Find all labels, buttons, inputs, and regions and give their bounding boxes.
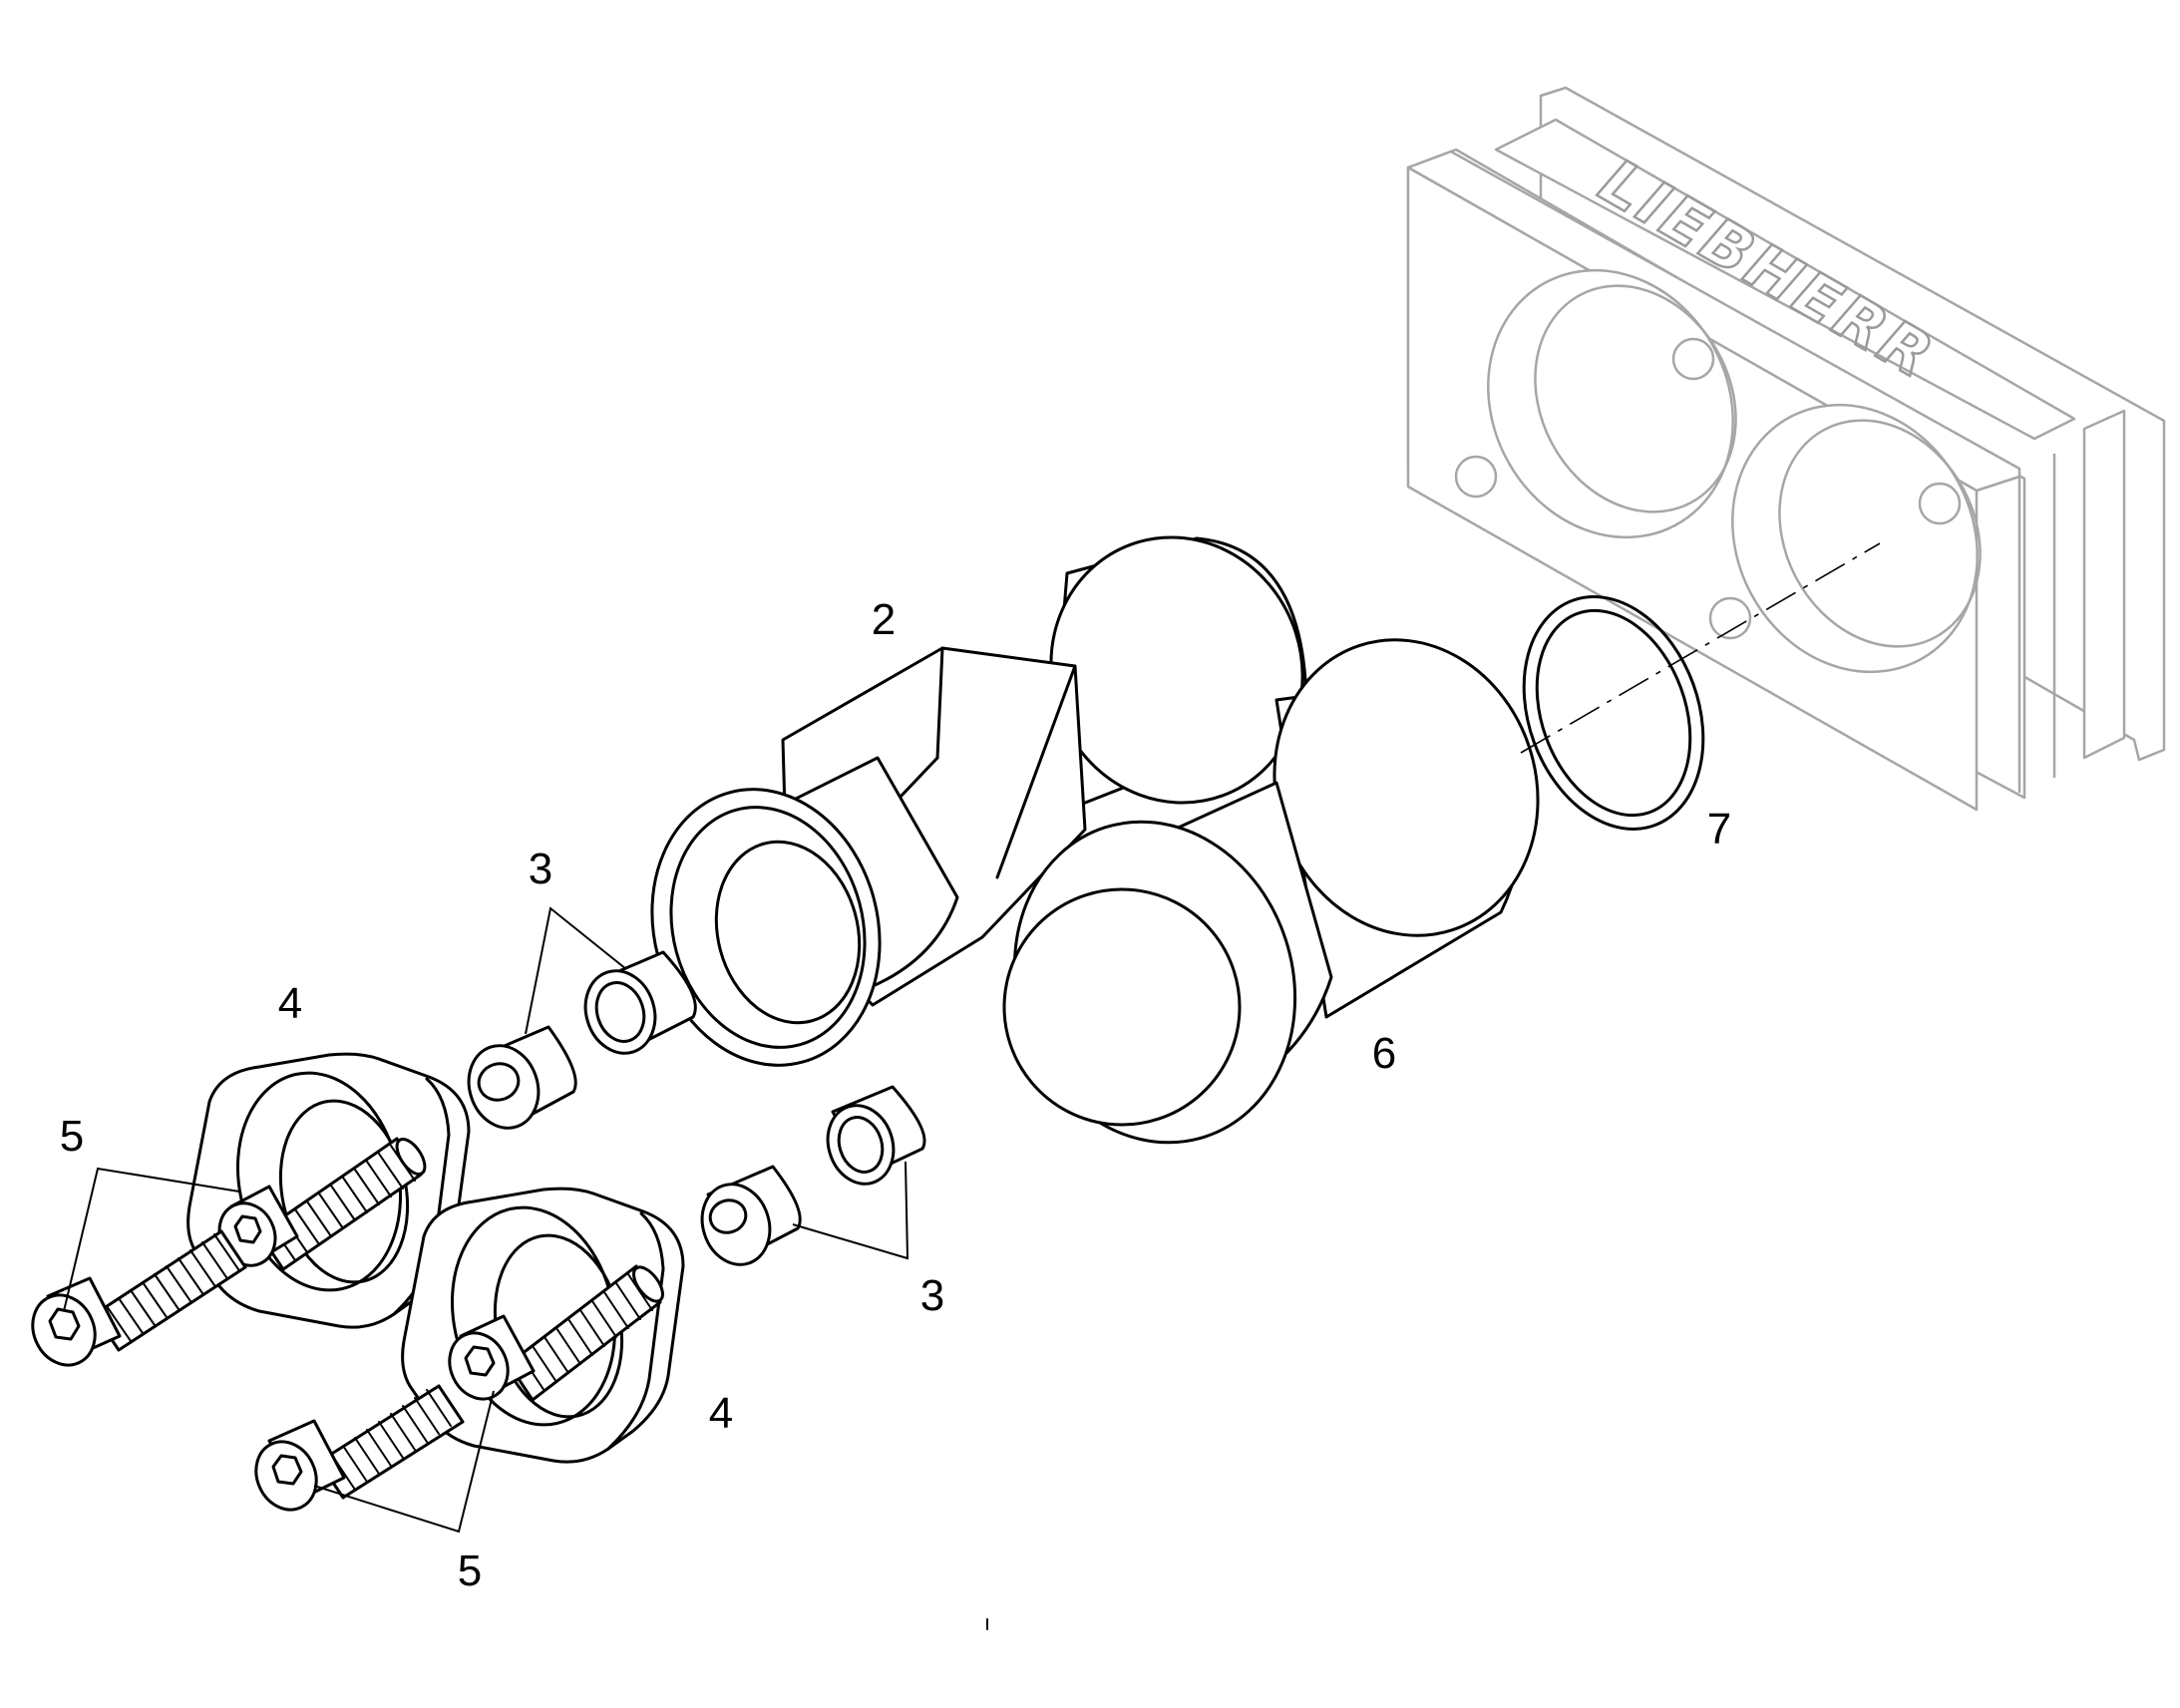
leader-5-upper [63,1167,240,1312]
leader-5-lower [313,1390,495,1534]
bushing-lower-left [700,1165,802,1266]
callout-6: 6 [1372,1029,1396,1078]
cap-screw-3 [448,1264,664,1402]
assembly-centerline [1520,542,1881,754]
valve-housing: LIEBHERR [1406,86,2166,812]
leader-3-lower [792,1161,909,1260]
bushing-upper-left [467,1025,577,1130]
cap-screw-2 [31,1229,247,1367]
callout-3-upper: 3 [529,845,552,893]
hex-union-fitting [650,535,1308,1067]
callout-4-lower: 4 [709,1389,733,1438]
callout-4-upper: 4 [278,979,302,1028]
plug-cap [1002,638,1540,1145]
callout-2: 2 [872,595,896,644]
bushing-lower-right [826,1085,926,1186]
callout-5-lower: 5 [458,1546,482,1595]
leader-3-upper [525,906,627,1035]
cap-screw-4 [254,1384,465,1512]
callout-5-upper: 5 [60,1112,84,1161]
callout-3-lower: 3 [920,1271,944,1320]
leader-lines [63,906,909,1534]
callout-7: 7 [1707,805,1731,854]
bushing-upper-right [583,950,697,1055]
callout-labels: 2 3 3 4 4 5 5 6 7 [60,595,1731,1595]
